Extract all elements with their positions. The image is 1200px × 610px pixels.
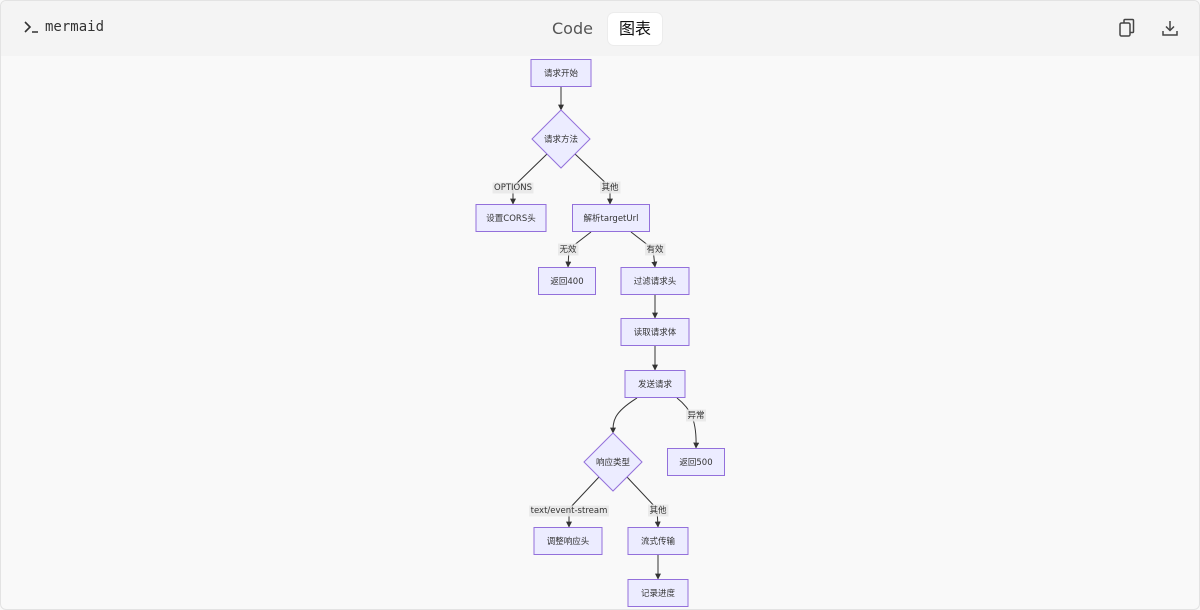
- node-shape: [624, 370, 686, 398]
- edge-label-text: 其他: [601, 182, 619, 193]
- node-label: 记录进度: [641, 588, 676, 599]
- app-title: mermaid: [23, 19, 104, 35]
- node-label: 返回400: [550, 276, 583, 287]
- edge-label-bg: [685, 409, 707, 422]
- copy-icon: [1119, 18, 1135, 37]
- tab-code[interactable]: Code: [552, 19, 593, 38]
- edge-label-bg: [557, 243, 579, 256]
- node-shape: [620, 267, 690, 295]
- node-shape: [620, 318, 690, 346]
- diagram-canvas: 请求开始请求方法设置CORS头 解析targetUrl 返回400 过滤请求头读取请求…: [1, 56, 1199, 609]
- node-shape: [583, 432, 643, 492]
- tab-diagram[interactable]: 图表: [607, 13, 662, 45]
- edge-label-method-cors: OPTIONS: [492, 182, 534, 194]
- node-readbody: 读取请求体: [620, 318, 690, 346]
- download-icon: [1162, 21, 1178, 36]
- node-r400: 返回400: [538, 267, 596, 295]
- node-label: 请求方法: [544, 134, 578, 145]
- edge-label-bg: [647, 504, 669, 517]
- node-stream: 流式传输: [627, 527, 689, 555]
- node-filter: 过滤请求头: [620, 267, 690, 295]
- edge-label-resptype-stream: 其他: [647, 504, 669, 517]
- edge-label-text: 其他: [649, 505, 667, 516]
- node-log: 记录进度: [627, 579, 689, 607]
- app-title-text: mermaid: [45, 19, 105, 35]
- node-shape: [538, 267, 596, 295]
- edge-label-bg: [644, 243, 666, 256]
- edge-method-parse: [574, 153, 613, 205]
- edge-label-text: 无效: [559, 244, 577, 255]
- node-method: 请求方法: [531, 109, 591, 169]
- copy-button[interactable]: [1115, 16, 1139, 40]
- node-shape: [533, 527, 603, 555]
- edge-label-parse-filter: 有效: [644, 243, 666, 256]
- edge-resptype-stream: [626, 476, 661, 528]
- edge-label-text: 异常: [687, 410, 704, 421]
- edge-label-resptype-adjust: text/event-stream: [529, 505, 609, 517]
- edge-label-bg: [529, 505, 609, 517]
- edge-label-bg: [492, 182, 534, 194]
- toolbar: mermaid Code 图表: [1, 1, 1199, 56]
- node-shape: [531, 109, 591, 169]
- node-shape: [627, 527, 689, 555]
- node-shape: [530, 59, 592, 87]
- view-tabs: Code 图表: [541, 13, 662, 45]
- edge-label-parse-r400: 无效: [557, 243, 579, 256]
- node-start: 请求开始: [530, 59, 592, 87]
- node-label: 过滤请求头: [634, 276, 677, 287]
- edge-resptype-adjust: [566, 476, 600, 528]
- node-send: 发送请求: [624, 370, 686, 398]
- node-label: 响应类型: [596, 457, 631, 468]
- node-label: 返回500: [679, 457, 712, 468]
- edge-label-text: text/event-stream: [531, 506, 608, 516]
- edge-method-cors: [510, 153, 548, 205]
- node-shape: [667, 448, 725, 476]
- node-r500: 返回500: [667, 448, 725, 476]
- edge-label-text: 有效: [646, 244, 664, 255]
- edge-label-method-parse: 其他: [599, 181, 621, 194]
- node-label: 读取请求体: [634, 327, 677, 338]
- download-button[interactable]: [1158, 16, 1182, 40]
- node-parse: 解析targetUrl: [572, 204, 650, 232]
- node-resptype: 响应类型: [583, 432, 643, 492]
- edge-label-send-r500: 异常: [685, 409, 707, 422]
- edge-send-resptype: [610, 397, 638, 434]
- edge-label-text: OPTIONS: [494, 183, 532, 193]
- node-label: 设置CORS头: [486, 213, 536, 224]
- node-shape: [475, 204, 547, 232]
- node-adjust: 调整响应头: [533, 527, 603, 555]
- terminal-prompt-icon: [24, 21, 38, 33]
- node-label: 发送请求: [638, 379, 673, 390]
- node-label: 流式传输: [641, 536, 676, 547]
- node-cors: 设置CORS头: [475, 204, 547, 232]
- node-label: 请求开始: [544, 68, 579, 79]
- node-label: 解析targetUrl: [584, 213, 639, 224]
- edge-label-bg: [599, 181, 621, 194]
- node-label: 调整响应头: [547, 536, 590, 547]
- edge-send-r500: [676, 397, 700, 449]
- node-shape: [572, 204, 650, 232]
- node-shape: [627, 579, 689, 607]
